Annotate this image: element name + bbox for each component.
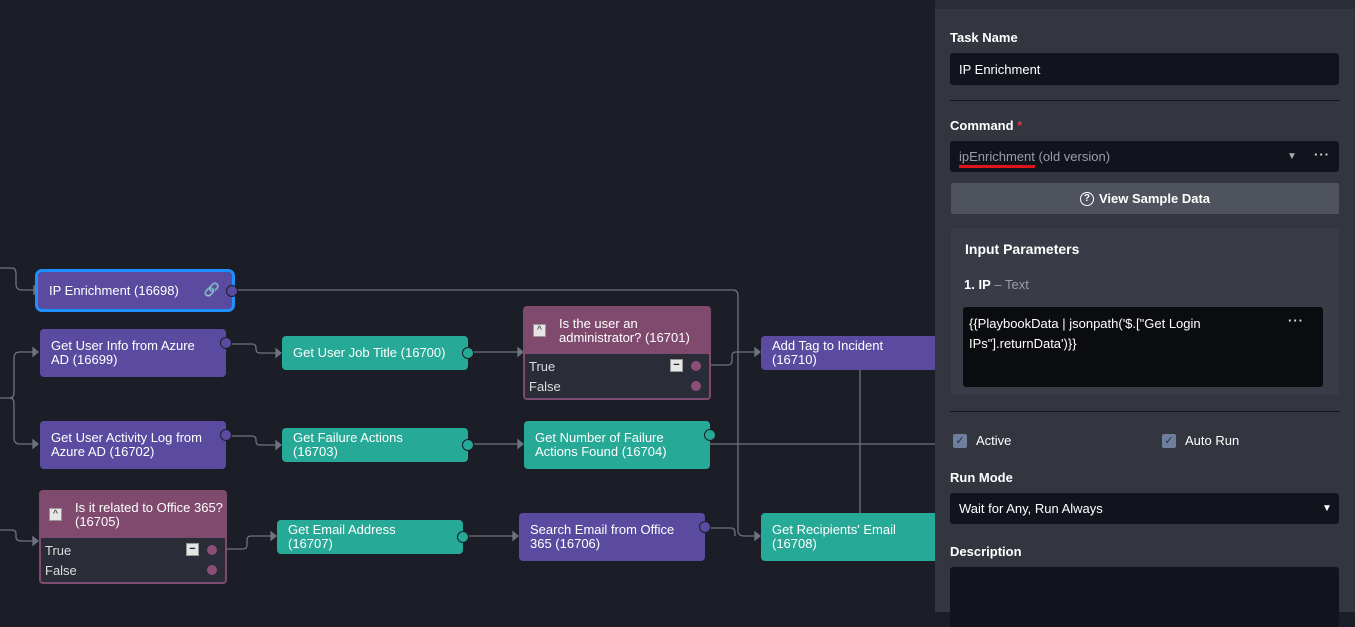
run-mode-value: Wait for Any, Run Always [959, 501, 1103, 516]
branch-false-label: False [45, 562, 77, 578]
playbook-canvas[interactable]: IP Enrichment (16698) 🔗 Get User Info fr… [0, 0, 935, 612]
node-get-user-info[interactable]: Get User Info from Azure AD (16699) [40, 329, 232, 377]
panel-header [935, 0, 1355, 9]
output-port[interactable] [462, 439, 474, 451]
command-label: Command * [950, 118, 1022, 133]
connector [0, 351, 37, 399]
node-label: Get User Info from Azure AD (16699) [51, 338, 195, 367]
command-select[interactable]: ipEnrichment (old version) ▼ ··· [950, 141, 1339, 172]
connector [226, 343, 279, 354]
node-label: Get User Job Title (16700) [293, 345, 446, 360]
param-label: 1. IP – Text [964, 277, 1029, 292]
output-port[interactable] [704, 429, 716, 441]
connector [0, 529, 37, 542]
node-label: Get Recipients' Email (16708) [772, 522, 896, 551]
node-label: Get Number of Failure Actions Found (167… [535, 430, 667, 459]
branch-false-label: False [529, 378, 561, 394]
node-label: Get User Activity Log from Azure AD (167… [51, 430, 202, 459]
auto-run-checkbox[interactable]: ✓ [1162, 434, 1176, 448]
chevron-down-icon[interactable]: ▼ [1322, 503, 1332, 514]
task-properties-panel: Task Name IP Enrichment Command * ipEnri… [935, 0, 1355, 627]
connector [9, 397, 37, 445]
command-label-text: Command [950, 118, 1014, 133]
branch-true-label: True [529, 358, 556, 374]
node-label: Get Email Address (16707) [288, 522, 396, 551]
description-label: Description [950, 544, 1022, 559]
branch-true-label: True [45, 542, 72, 558]
connector [226, 435, 279, 446]
node-num-failure[interactable]: Get Number of Failure Actions Found (167… [524, 421, 716, 469]
connectors [0, 267, 935, 550]
more-options-icon[interactable]: ··· [1288, 313, 1304, 328]
input-parameters-title: Input Parameters [965, 241, 1080, 257]
node-failure-actions[interactable]: Get Failure Actions (16703) [282, 428, 474, 462]
minus-icon[interactable]: − [670, 359, 683, 372]
node-add-tag[interactable]: Add Tag to Incident (16710) [761, 336, 935, 370]
active-label: Active [976, 433, 1012, 448]
output-port[interactable] [220, 337, 232, 349]
auto-run-label: Auto Run [1185, 433, 1240, 448]
command-value: ipEnrichment [959, 149, 1035, 168]
connector [702, 351, 758, 366]
link-icon[interactable]: 🔗 [203, 282, 220, 297]
run-mode-select[interactable]: Wait for Any, Run Always ▼ [950, 493, 1339, 524]
chevron-down-icon[interactable]: ▼ [1287, 151, 1297, 162]
param-name: 1. IP [964, 277, 991, 292]
node-label: Search Email from Office 365 (16706) [530, 522, 675, 551]
false-port[interactable] [691, 381, 701, 391]
node-job-title[interactable]: Get User Job Title (16700) [282, 336, 474, 370]
active-checkbox[interactable]: ✓ [953, 434, 967, 448]
connector [233, 289, 758, 537]
node-label: Add Tag to Incident (16710) [772, 338, 884, 367]
param-type: – Text [994, 277, 1029, 292]
node-ip-enrichment[interactable]: IP Enrichment (16698) 🔗 [35, 269, 238, 312]
node-search-email[interactable]: Search Email from Office 365 (16706) [519, 513, 711, 561]
output-port[interactable] [226, 284, 238, 297]
node-is-admin-decision[interactable]: ^ Is the user an administrator? (16701) T… [523, 306, 711, 400]
node-label: Get Failure Actions (16703) [293, 430, 403, 459]
collapse-icon[interactable]: ^ [49, 508, 62, 521]
minus-icon[interactable]: − [186, 543, 199, 556]
param-value: {{PlaybookData | jsonpath('$.["Get Login… [969, 316, 1201, 351]
required-mark: * [1017, 118, 1023, 133]
true-port[interactable] [691, 361, 701, 371]
node-label: IP Enrichment (16698) [49, 282, 179, 298]
node-recipients[interactable]: Get Recipients' Email (16708) [761, 513, 935, 561]
help-circle-icon: ? [1079, 191, 1094, 206]
output-port[interactable] [462, 347, 474, 359]
view-sample-data-button[interactable]: ? View Sample Data [951, 183, 1339, 214]
output-port[interactable] [220, 429, 232, 441]
run-mode-label: Run Mode [950, 470, 1013, 485]
node-email-address[interactable]: Get Email Address (16707) [277, 520, 469, 554]
connector [0, 267, 34, 291]
output-port[interactable] [699, 521, 711, 533]
connector [705, 527, 736, 536]
task-name-label: Task Name [950, 30, 1018, 45]
node-label: Is it related to Office 365? (16705) [75, 500, 223, 529]
output-port[interactable] [457, 531, 469, 543]
true-port[interactable] [207, 545, 217, 555]
connector [222, 535, 274, 550]
divider [950, 411, 1340, 412]
command-suffix: (old version) [1038, 149, 1111, 164]
node-get-user-activity[interactable]: Get User Activity Log from Azure AD (167… [40, 421, 232, 469]
more-options-icon[interactable]: ··· [1314, 147, 1330, 162]
node-office365-decision[interactable]: ^ Is it related to Office 365? (16705) Tr… [39, 490, 227, 584]
node-label: Is the user an administrator? (16701) [559, 316, 690, 345]
param-ip-input[interactable]: {{PlaybookData | jsonpath('$.["Get Login… [963, 307, 1323, 387]
view-sample-label: View Sample Data [1098, 191, 1211, 206]
description-input[interactable] [950, 567, 1339, 627]
collapse-icon[interactable]: ^ [533, 324, 546, 337]
input-parameters-section: Input Parameters 1. IP – Text {{Playbook… [951, 228, 1339, 395]
false-port[interactable] [207, 565, 217, 575]
task-name-value: IP Enrichment [959, 61, 1041, 77]
divider [950, 100, 1340, 101]
task-name-input[interactable]: IP Enrichment [950, 53, 1339, 85]
